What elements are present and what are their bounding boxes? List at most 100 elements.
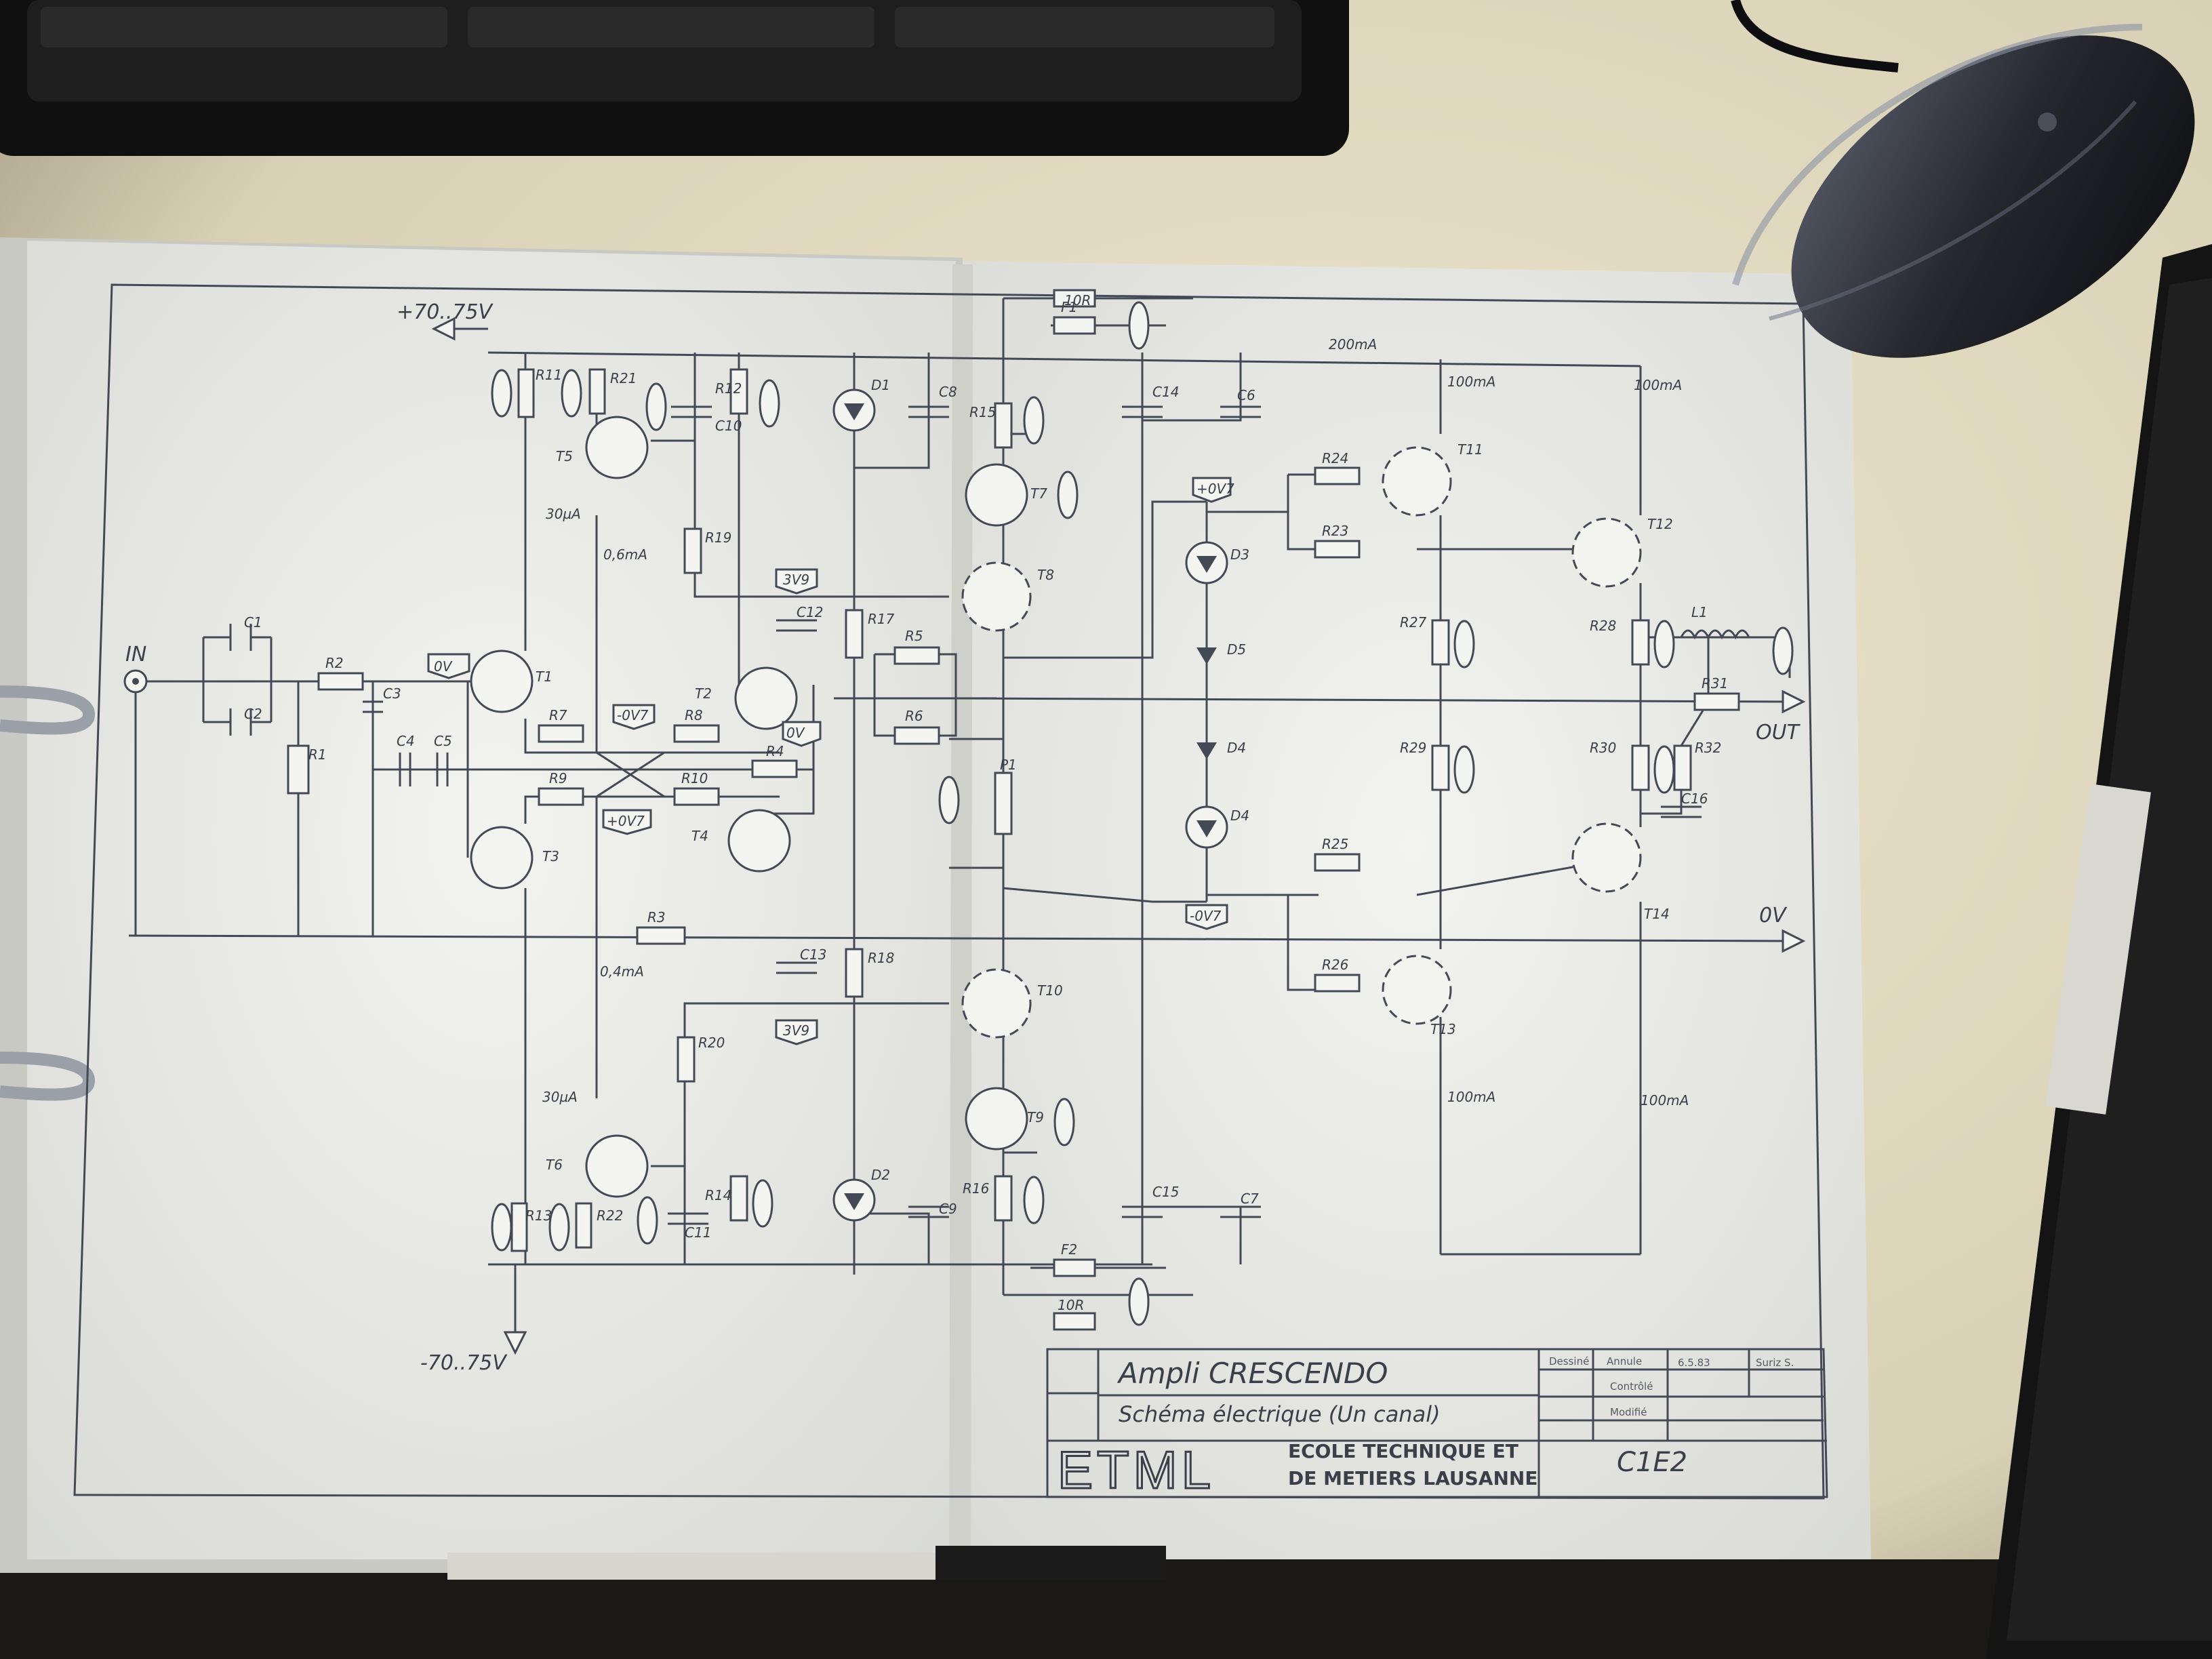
- label-c8: C8: [939, 384, 957, 400]
- label-10r-bottom: 10R: [1058, 1297, 1084, 1313]
- label-t4: T4: [691, 828, 708, 844]
- label-10r-top: 10R: [1064, 292, 1091, 308]
- label-r22: R22: [597, 1207, 623, 1224]
- current-100ma-b: 100mA: [1634, 377, 1682, 393]
- label-t13: T13: [1430, 1021, 1456, 1037]
- label-t7: T7: [1030, 485, 1047, 502]
- current-06ma: 0,6mA: [603, 546, 647, 563]
- label-r20: R20: [698, 1035, 725, 1051]
- inductor-l1: [1680, 629, 1750, 640]
- keyboard: [0, 0, 1349, 156]
- page-fold: [949, 264, 973, 1559]
- label-r30: R30: [1590, 740, 1616, 756]
- label-r17: R17: [868, 611, 895, 627]
- label-r2: R2: [325, 655, 344, 671]
- label-r5: R5: [905, 628, 923, 644]
- computer-mouse: [1732, 24, 2195, 358]
- node-v0: 0V: [434, 658, 453, 675]
- label-c9: C9: [939, 1201, 957, 1217]
- label-d4b: D4: [1230, 807, 1249, 824]
- node-v07d: -0V7: [1190, 908, 1222, 924]
- label-c14: C14: [1152, 384, 1179, 400]
- label-r6: R6: [905, 708, 923, 724]
- trimmers: [491, 301, 1794, 1326]
- label-d2: D2: [871, 1167, 890, 1183]
- node-tags: [427, 477, 1232, 1045]
- binder-spine-label: [2045, 784, 2151, 1115]
- label-output: OUT: [1756, 721, 1801, 744]
- label-r11: R11: [536, 367, 562, 383]
- label-t8: T8: [1037, 567, 1054, 583]
- label-c2: C2: [244, 706, 262, 722]
- label-r31: R31: [1702, 675, 1728, 692]
- label-c11: C11: [685, 1224, 711, 1241]
- label-d5: D5: [1227, 641, 1246, 658]
- label-c15: C15: [1152, 1184, 1179, 1200]
- label-d3: D3: [1230, 546, 1249, 563]
- label-r4: R4: [766, 743, 784, 759]
- title-block-col-modif: Modifié: [1610, 1406, 1647, 1418]
- node-v07c: +0V7: [1197, 481, 1234, 497]
- label-r18: R18: [868, 950, 894, 966]
- schematic-sheet: [0, 237, 1871, 1580]
- label-c12: C12: [797, 604, 823, 620]
- label-d4: D4: [1227, 740, 1246, 756]
- label-c1: C1: [244, 614, 262, 631]
- label-t3: T3: [542, 848, 559, 864]
- label-c5: C5: [434, 733, 452, 749]
- label-c3: C3: [383, 685, 401, 702]
- label-c6: C6: [1237, 387, 1255, 403]
- label-r24: R24: [1322, 450, 1348, 466]
- label-r27: R27: [1400, 614, 1427, 631]
- diodes: [832, 388, 1228, 1222]
- label-c13: C13: [800, 946, 826, 963]
- label-d1: D1: [871, 377, 890, 393]
- label-c4: C4: [397, 733, 415, 749]
- label-r8: R8: [685, 707, 703, 723]
- label-t6: T6: [546, 1157, 563, 1173]
- label-r19: R19: [705, 529, 731, 546]
- title-block-code: C1E2: [1617, 1447, 1687, 1478]
- rail-arrows: [431, 317, 1806, 1355]
- label-r21: R21: [610, 370, 637, 386]
- current-30ua-a: 30µA: [546, 506, 581, 522]
- label-r28: R28: [1590, 618, 1616, 634]
- title-block-author: Suriz S.: [1756, 1357, 1794, 1369]
- node-v07a: +0V7: [607, 813, 645, 829]
- label-r3: R3: [647, 909, 666, 925]
- label-input: IN: [125, 643, 146, 666]
- title-block-date: 6.5.83: [1678, 1357, 1710, 1369]
- label-ground: 0V: [1759, 904, 1788, 927]
- label-c7: C7: [1241, 1191, 1259, 1207]
- mouse-cable: [1731, 0, 1899, 73]
- label-r15: R15: [969, 404, 996, 420]
- label-c10: C10: [715, 418, 742, 434]
- current-100ma-d: 100mA: [1641, 1092, 1689, 1108]
- label-t14: T14: [1644, 906, 1670, 922]
- node-v07b: -0V7: [617, 707, 649, 723]
- label-vplus: +70..75V: [397, 300, 494, 324]
- label-t11: T11: [1457, 441, 1483, 458]
- label-t1: T1: [536, 668, 552, 685]
- label-r23: R23: [1322, 523, 1348, 539]
- label-c16: C16: [1681, 791, 1708, 807]
- label-f2: F2: [1061, 1241, 1077, 1258]
- label-r10: R10: [681, 770, 708, 786]
- node-z3v9b: 3V9: [783, 1022, 809, 1039]
- label-r14: R14: [705, 1187, 731, 1203]
- label-f1: F1: [1061, 299, 1077, 315]
- current-100ma-c: 100mA: [1447, 1089, 1495, 1105]
- label-r26: R26: [1322, 957, 1348, 973]
- current-30ua-b: 30µA: [542, 1089, 578, 1105]
- title-block-org-line1: ECOLE TECHNIQUE ET: [1288, 1440, 1519, 1462]
- label-r1: R1: [308, 746, 327, 763]
- labels: +70..75V -70..75V IN OUT 0V 0V 0V -0V7 +…: [125, 292, 1801, 1375]
- current-200ma: 200mA: [1329, 336, 1377, 353]
- transistors: [470, 416, 1642, 1198]
- label-t5: T5: [556, 448, 573, 464]
- label-r9: R9: [549, 770, 567, 786]
- label-t2: T2: [695, 685, 712, 702]
- current-100ma-a: 100mA: [1447, 374, 1495, 390]
- label-t10: T10: [1037, 982, 1063, 999]
